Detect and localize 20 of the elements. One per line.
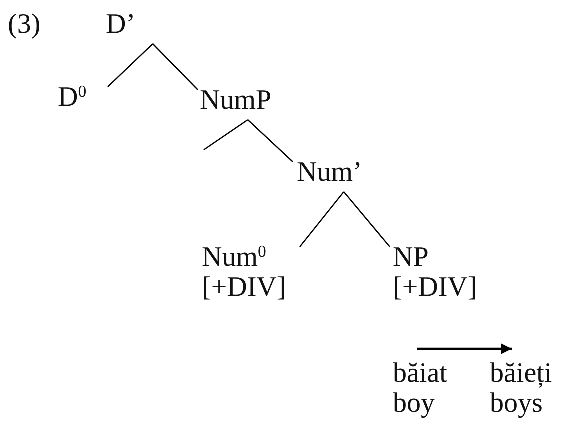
branch-line [344,192,390,248]
node-label: Num’ [297,158,362,188]
branch-line [300,192,344,248]
branch-line [204,119,248,151]
branch-line [248,120,294,162]
node-label: băieți [490,359,552,389]
branch-line [108,44,154,88]
node-label: NP [393,243,430,273]
arrow [417,344,512,354]
example-number: (3) [8,10,41,40]
node-label: Num$^{0}$ [202,243,268,273]
node-label: D$^{0}$ [58,83,87,113]
feature-label: [+DIV] [202,273,286,303]
gloss-text: boys [490,389,544,419]
gloss-text: boy [393,389,436,419]
branch-line [152,44,198,90]
feature-label: [+DIV] [393,273,478,303]
node-label: NumP [200,86,272,116]
node-label: D’ [106,10,136,40]
node-label: băiat [393,359,448,389]
